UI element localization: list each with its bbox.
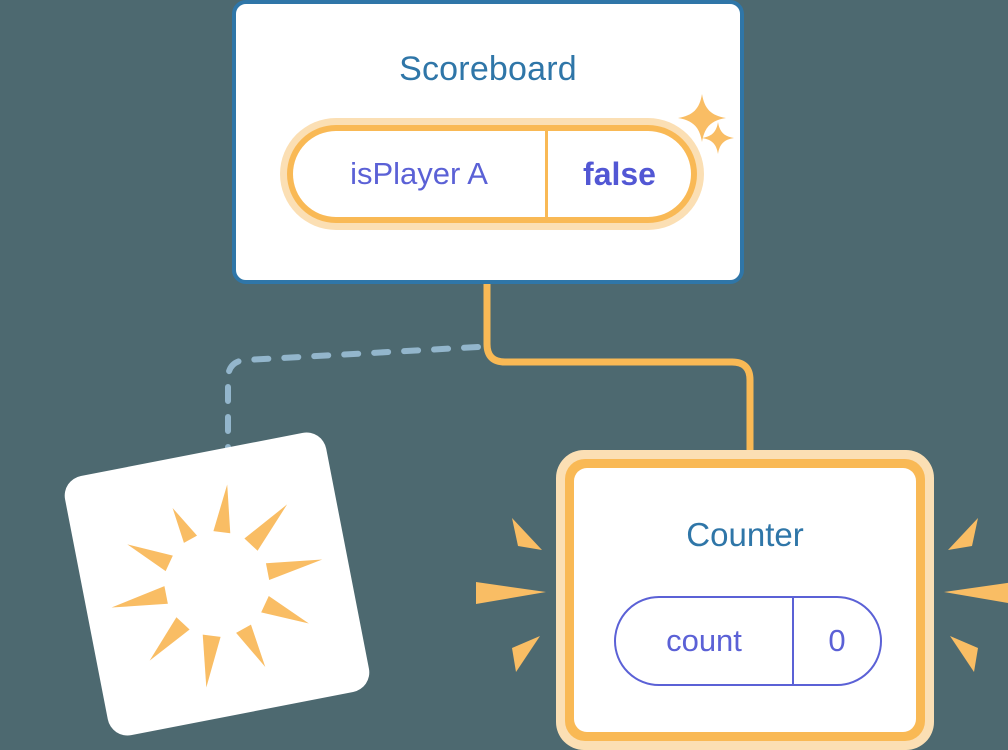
counter-ray [512, 518, 542, 550]
pill-orange-ring: isPlayer A false [287, 125, 697, 223]
counter-property-pill[interactable]: count 0 [614, 596, 882, 686]
counter-card[interactable]: Counter count 0 [556, 450, 934, 750]
scoreboard-card[interactable]: Scoreboard isPlayer A false [232, 0, 744, 284]
counter-property-key: count [666, 623, 742, 658]
counter-right-rays [944, 518, 1008, 672]
scoreboard-property-pill[interactable]: isPlayer A false [280, 118, 704, 230]
burst-ray [172, 508, 198, 543]
burst-ray [236, 624, 266, 667]
burst-ray [244, 504, 288, 551]
counter-ray [948, 518, 978, 550]
burst-rays-group [111, 484, 323, 688]
pill-divider [545, 131, 548, 217]
counter-left-rays [476, 518, 546, 672]
counter-card-ring: Counter count 0 [565, 459, 925, 741]
scoreboard-title: Scoreboard [399, 50, 577, 88]
counter-card-body: Counter count 0 [574, 468, 916, 732]
burst-ray [265, 559, 323, 580]
burst-ray [213, 484, 231, 534]
counter-ray [950, 636, 978, 672]
burst-ray [261, 596, 309, 624]
counter-ray [476, 582, 546, 604]
burst-card[interactable] [61, 429, 373, 739]
orange-connector-path [483, 282, 754, 460]
counter-ray [944, 582, 1008, 603]
burst-ray [149, 617, 190, 661]
pill-divider [792, 598, 794, 684]
pill-orange-body: isPlayer A false [293, 131, 691, 217]
counter-property-value: 0 [828, 623, 846, 658]
scoreboard-property-value: false [583, 155, 656, 192]
burst-ray [202, 634, 221, 688]
burst-ray [127, 544, 173, 572]
burst-ray [111, 586, 168, 608]
sparkle-large-icon [678, 94, 726, 142]
scoreboard-property-key: isPlayer A [350, 156, 488, 191]
counter-title: Counter [686, 516, 804, 553]
counter-ray [512, 636, 540, 672]
sparkle-small-icon [702, 122, 734, 154]
